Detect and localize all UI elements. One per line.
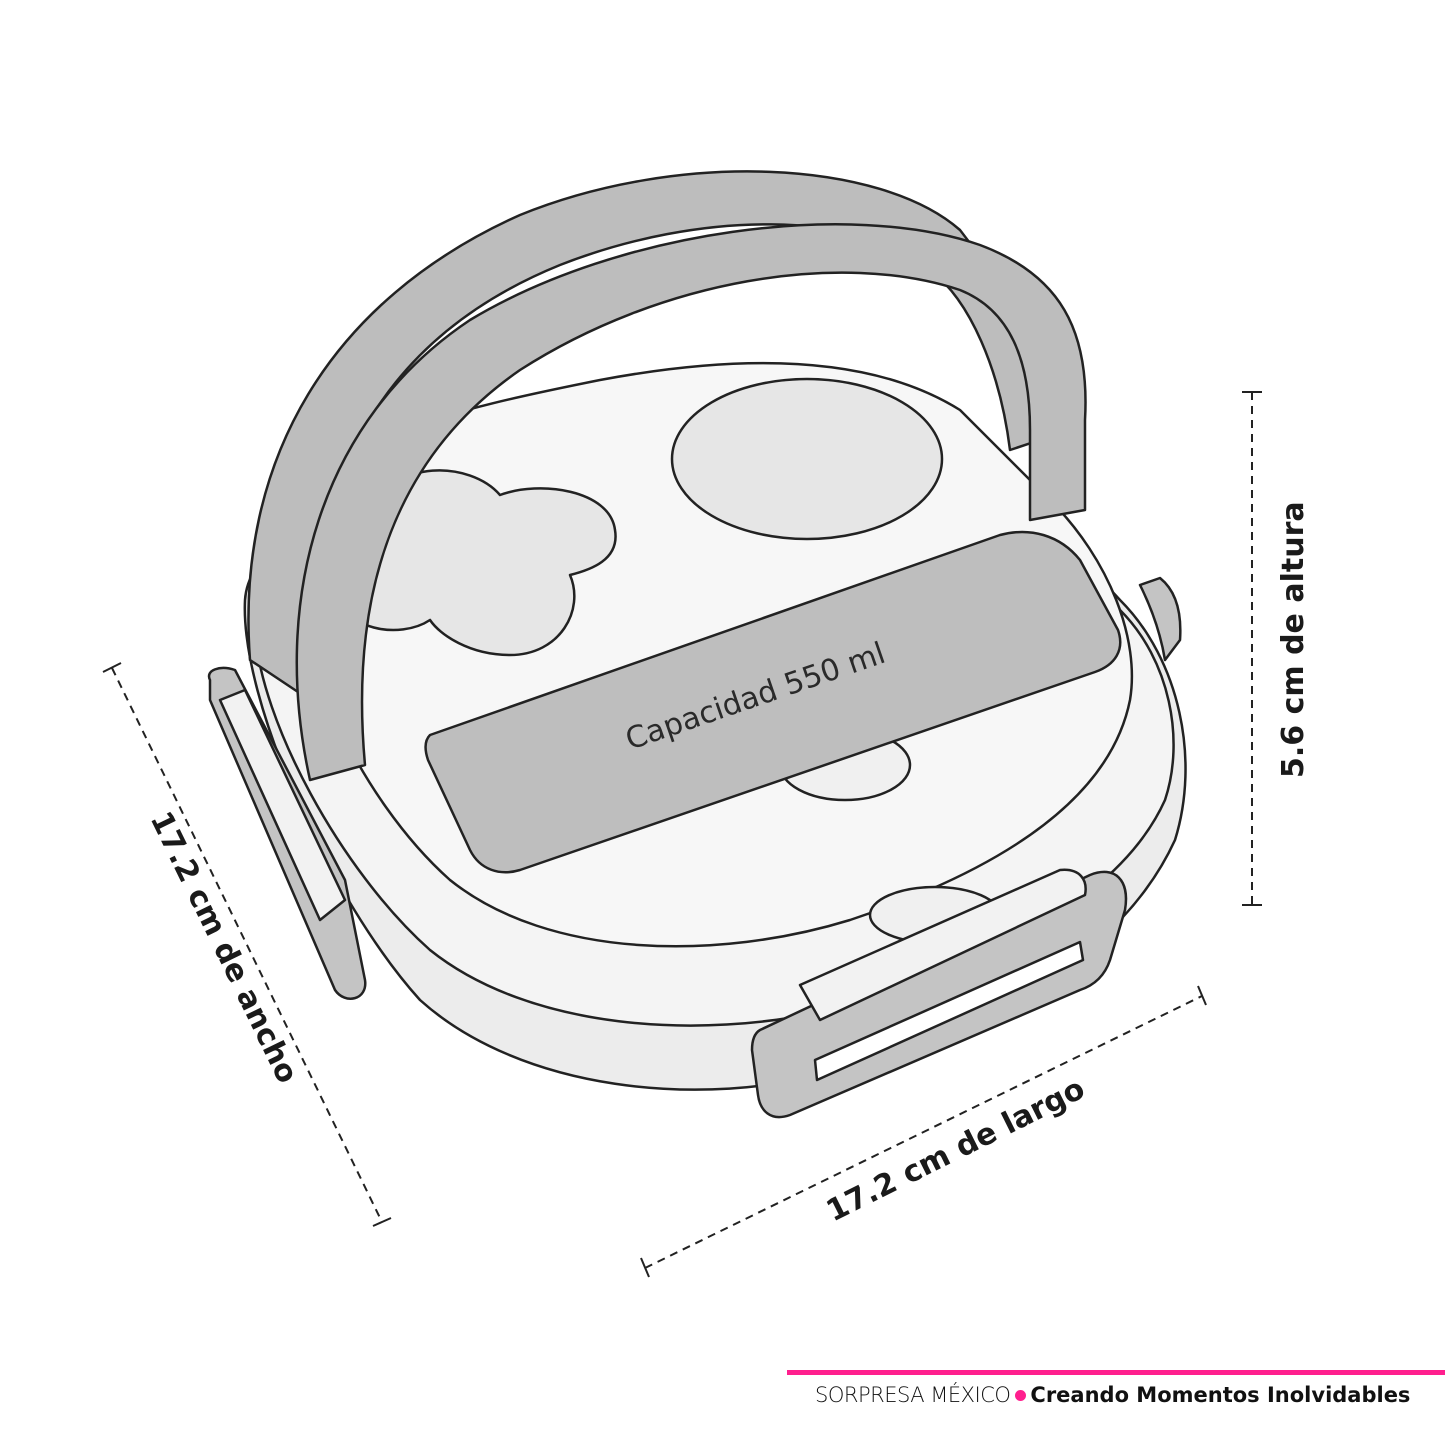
length-label: 17.2 cm de largo: [821, 1071, 1090, 1229]
left-latch-clip: [218, 688, 347, 922]
height-dimension-line: [1242, 391, 1262, 906]
right-latch-window: [813, 940, 1085, 1082]
right-latch-clip: [798, 868, 1087, 1022]
round-compartment: [670, 377, 944, 541]
separator-dot: [1015, 1389, 1027, 1401]
slogan: Creando Momentos Inolvidables: [1030, 1383, 1411, 1407]
width-dimension-line: [102, 662, 392, 1227]
brand-name: SORPRESA MÉXICO: [815, 1383, 1011, 1407]
height-label: 5.6 cm de altura: [1276, 501, 1311, 778]
length-dimension-line: [640, 985, 1207, 1278]
front-handle: [295, 223, 1087, 782]
capacity-plate: [424, 530, 1122, 874]
footer: SORPRESA MÉXICO Creando Momentos Inolvida…: [815, 1383, 1410, 1407]
footer-accent-line: [787, 1370, 1445, 1375]
side-tab: [1138, 576, 1182, 662]
